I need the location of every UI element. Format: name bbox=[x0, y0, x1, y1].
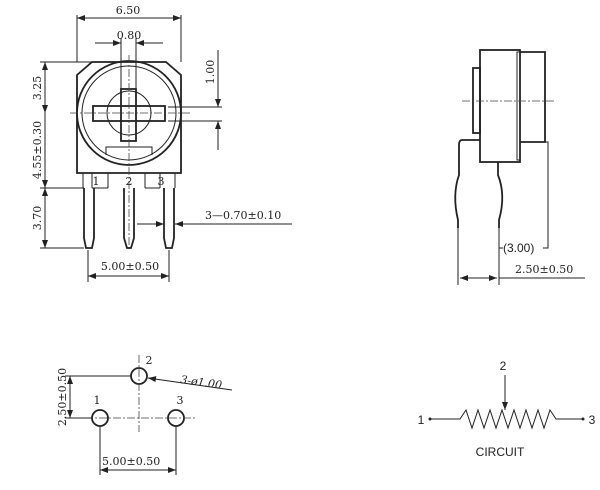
front-view: 6.50 0.80 1.00 3.25 4.55±0.30 3.70 1 2 3… bbox=[31, 4, 292, 282]
circuit-pin-3: 3 bbox=[589, 413, 596, 427]
dim-pin-length: 3.70 bbox=[31, 206, 44, 231]
pin-label: 3 bbox=[158, 175, 165, 188]
dim-lead-offset: 2.50±0.50 bbox=[515, 263, 573, 276]
dim-center-base: 4.55±0.30 bbox=[31, 121, 44, 179]
circuit-symbol: 1 2 3 CIRCUIT bbox=[418, 359, 596, 459]
circuit-pin-1: 1 bbox=[418, 413, 425, 427]
hole-label: 2 bbox=[146, 354, 153, 367]
side-view: (3.00) 2.50±0.50 bbox=[454, 49, 585, 285]
dim-slot: 0.80 bbox=[117, 29, 142, 42]
dim-slot-depth: 1.00 bbox=[204, 60, 217, 85]
dim-pin-spec: 3—0.70±0.10 bbox=[205, 209, 281, 222]
dim-top-center: 3.25 bbox=[31, 76, 44, 101]
dim-lead-length: (3.00) bbox=[503, 241, 534, 255]
dim-pin-pitch: 5.00±0.50 bbox=[101, 260, 159, 273]
pin-label: 1 bbox=[93, 175, 100, 188]
hole-spec: 3-ø1.00 bbox=[180, 373, 223, 392]
dim-width: 6.50 bbox=[116, 4, 141, 17]
pcb-layout: 2.50±0.50 3-ø1.00 1 2 3 5.00±0.50 bbox=[56, 354, 233, 475]
dim-row-offset: 2.50±0.50 bbox=[56, 368, 69, 426]
hole-label: 1 bbox=[94, 394, 101, 407]
circuit-label: CIRCUIT bbox=[476, 445, 525, 459]
pin-label: 2 bbox=[126, 175, 133, 188]
circuit-pin-2: 2 bbox=[500, 359, 507, 373]
dim-hole-pitch: 5.00±0.50 bbox=[102, 455, 160, 468]
hole-label: 3 bbox=[177, 394, 184, 407]
